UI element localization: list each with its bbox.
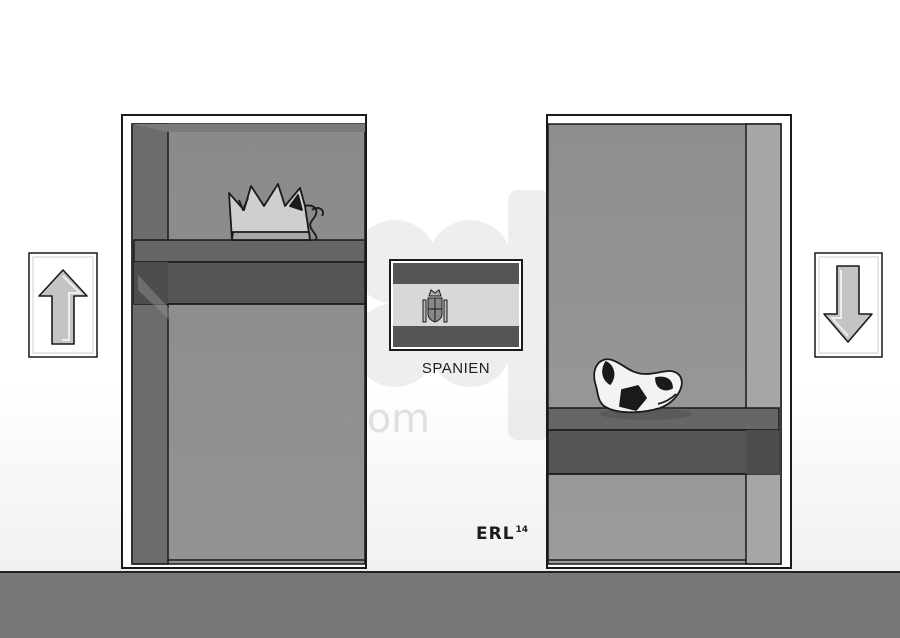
arrow-down-icon: [823, 265, 873, 343]
up-call-panel[interactable]: [28, 252, 98, 358]
watermark-text: .com: [332, 396, 431, 442]
signature-year: 14: [515, 525, 529, 535]
right-elevator: [546, 114, 792, 569]
country-label: SPANIEN: [421, 360, 491, 377]
down-call-panel[interactable]: [814, 252, 883, 358]
artist-signature: ERL14: [476, 524, 528, 544]
signature-name: ERL: [476, 524, 515, 544]
arrow-up-icon: [38, 269, 88, 345]
broken-crown-icon: [228, 183, 324, 241]
coat-of-arms-icon: [422, 289, 448, 323]
left-elevator: [121, 114, 367, 569]
deflated-football-icon: [593, 358, 692, 420]
spain-flag-icon: [389, 259, 523, 351]
floor: [0, 572, 900, 638]
